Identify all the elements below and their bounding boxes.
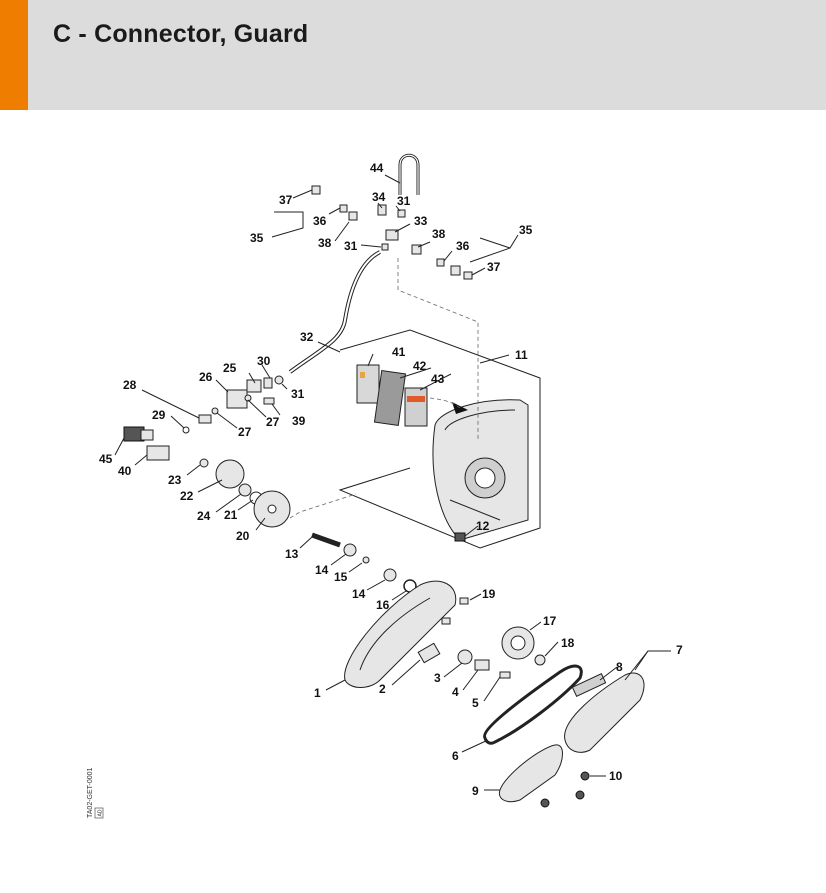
- callout-42: 42: [413, 359, 427, 373]
- callout-34: 34: [372, 190, 386, 204]
- callout-8: 8: [616, 660, 623, 674]
- drawing-code-box: AD: [98, 809, 104, 816]
- callout-39: 39: [292, 414, 306, 428]
- callout-7: 7: [676, 643, 683, 657]
- callout-35-right: 35: [519, 223, 533, 237]
- callout-30: 30: [257, 354, 271, 368]
- callout-12: 12: [476, 519, 490, 533]
- callout-25: 25: [223, 361, 237, 375]
- callout-19: 19: [482, 587, 496, 601]
- callout-9: 9: [472, 784, 479, 798]
- callout-29: 29: [152, 408, 166, 422]
- callout-37-left: 37: [279, 193, 293, 207]
- callout-27-right: 27: [266, 415, 280, 429]
- callout-31-mid: 31: [344, 239, 358, 253]
- callout-2: 2: [379, 682, 386, 696]
- callout-45: 45: [99, 452, 113, 466]
- callout-38-right: 38: [432, 227, 446, 241]
- support-arm-assembly: [344, 580, 546, 688]
- callout-17: 17: [543, 614, 557, 628]
- callout-21: 21: [224, 508, 238, 522]
- belt-and-cover-assembly: [483, 664, 645, 808]
- spindle-assembly: [199, 458, 417, 593]
- callout-1: 1: [314, 686, 321, 700]
- callout-43: 43: [431, 372, 445, 386]
- callout-22: 22: [180, 489, 194, 503]
- callout-28: 28: [123, 378, 137, 392]
- callout-23: 23: [168, 473, 182, 487]
- callout-14-top: 14: [315, 563, 329, 577]
- guard-assembly: [338, 329, 541, 549]
- callout-6: 6: [452, 749, 459, 763]
- callout-16: 16: [376, 598, 390, 612]
- callout-18: 18: [561, 636, 575, 650]
- callout-38-left: 38: [318, 236, 332, 250]
- callout-36-right: 36: [456, 239, 470, 253]
- page-header: C - Connector, Guard: [0, 0, 826, 110]
- callout-24: 24: [197, 509, 211, 523]
- callout-44: 44: [370, 161, 384, 175]
- callout-numbers: 44 37 36 35 38 34 31 33 31 38 36 35 37 3…: [99, 161, 683, 798]
- callout-14-bottom: 14: [352, 587, 366, 601]
- callout-20: 20: [236, 529, 250, 543]
- callout-4: 4: [452, 685, 459, 699]
- drawing-code-text: TA02-GET-0001: [87, 767, 94, 818]
- water-connector-assembly: [288, 153, 479, 440]
- callout-13: 13: [285, 547, 299, 561]
- callout-31-top: 31: [397, 194, 411, 208]
- callout-40: 40: [118, 464, 132, 478]
- callout-15: 15: [334, 570, 348, 584]
- callout-33: 33: [414, 214, 428, 228]
- callout-31-valve: 31: [291, 387, 305, 401]
- callout-5: 5: [472, 696, 479, 710]
- callout-41: 41: [392, 345, 406, 359]
- callout-27-left: 27: [238, 425, 252, 439]
- callout-36-left: 36: [313, 214, 327, 228]
- header-accent-bar: [0, 0, 28, 110]
- callout-32: 32: [300, 330, 314, 344]
- callout-35-left: 35: [250, 231, 264, 245]
- leader-lines: [114, 174, 671, 791]
- callout-11: 11: [515, 348, 528, 362]
- callout-3: 3: [434, 671, 441, 685]
- callout-26: 26: [199, 370, 213, 384]
- callout-10: 10: [609, 769, 623, 783]
- callout-37-right: 37: [487, 260, 501, 274]
- drawing-code-label: TA02-GET-0001 AD: [87, 767, 104, 819]
- page-title: C - Connector, Guard: [53, 20, 309, 48]
- valve-assembly: [123, 375, 284, 461]
